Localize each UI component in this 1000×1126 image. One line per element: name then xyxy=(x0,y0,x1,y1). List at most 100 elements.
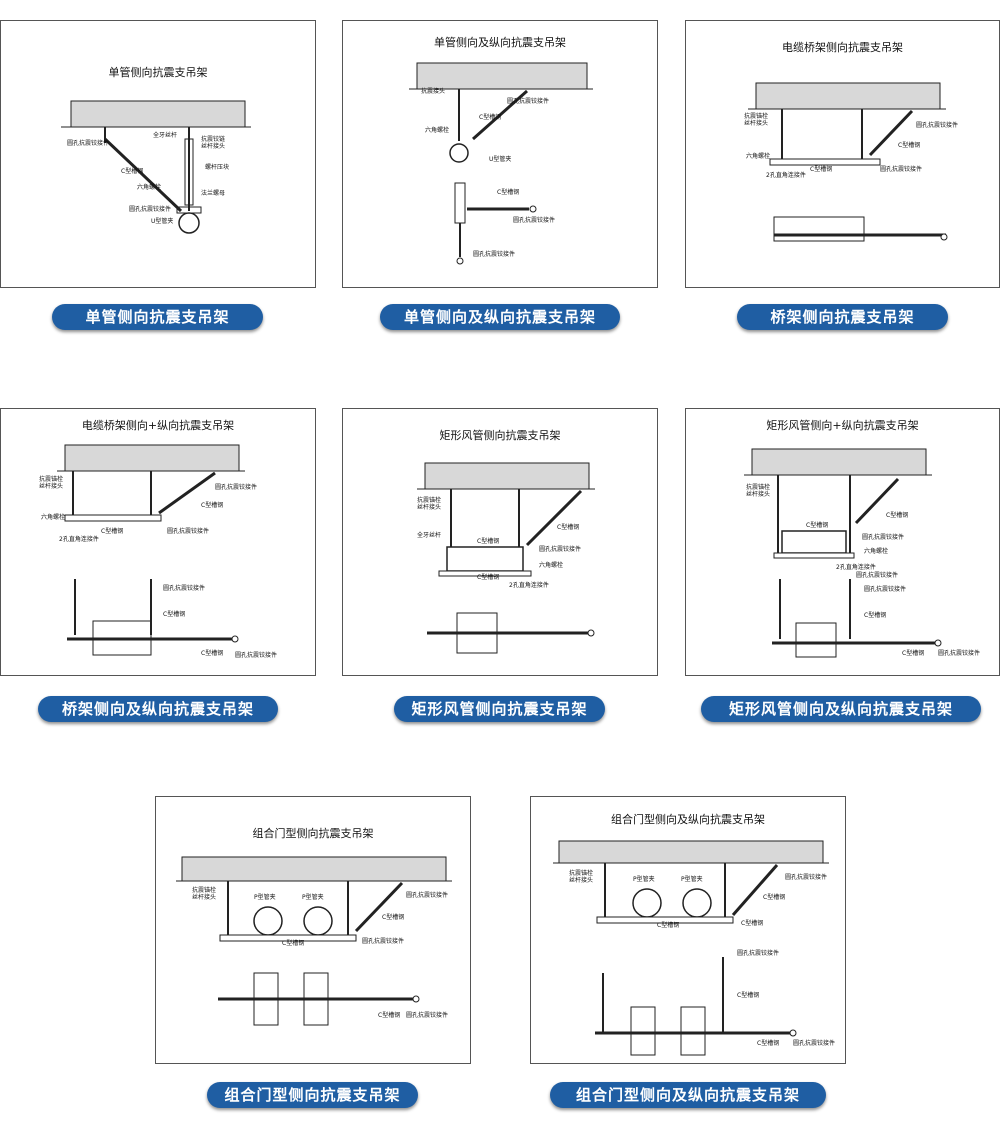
label: 圆孔抗震铰接件 xyxy=(785,873,827,881)
label: 丝杆接头 xyxy=(201,142,225,150)
diagram-panel: 矩形风管侧向抗震支吊架 抗震锚栓 丝杆接头 C型槽钢 全牙丝杆 C型槽钢 圆孔抗… xyxy=(342,408,658,676)
label: C型槽钢 xyxy=(741,919,763,927)
diagram-drawing: 抗震锚栓 丝杆接头 C型槽钢 全牙丝杆 C型槽钢 圆孔抗震铰接件 六角螺栓 C型… xyxy=(417,462,595,654)
label: 圆孔抗震铰接件 xyxy=(129,205,171,213)
label: 圆孔抗震铰接件 xyxy=(864,585,906,593)
caption-pill: 单管侧向抗震支吊架 xyxy=(52,304,263,330)
diagram-title: 组合门型侧向抗震支吊架 xyxy=(252,827,374,840)
label: 丝杆接头 xyxy=(192,893,216,901)
label: 六角螺栓 xyxy=(746,152,770,160)
label: C型槽钢 xyxy=(806,521,828,529)
label: C型槽钢 xyxy=(282,939,304,947)
label: 抗震锚栓 xyxy=(744,112,768,120)
label: C型槽钢 xyxy=(886,511,908,519)
label: C型槽钢 xyxy=(864,611,886,619)
diagram-title: 组合门型侧向及纵向抗震支吊架 xyxy=(611,813,765,826)
label: C型槽钢 xyxy=(201,649,223,657)
label: 六角螺栓 xyxy=(41,513,65,521)
label: C型槽钢 xyxy=(557,523,579,531)
label: 抗震锚栓 xyxy=(417,496,441,504)
diagram-drawing: 抗震锚栓 丝杆接头 P型管夹 P型管夹 圆孔抗震铰接件 C型槽钢 C型槽钢 C型… xyxy=(553,840,835,1056)
diagram-drawing: 抗震接头 圆孔抗震铰接件 C型槽钢 六角螺栓 U型管夹 C型槽钢 圆孔抗震铰接件… xyxy=(409,62,593,265)
label: C型槽钢 xyxy=(657,921,679,929)
label: 圆孔抗震铰接件 xyxy=(737,949,779,957)
label: 圆孔抗震铰接件 xyxy=(539,545,581,553)
diagram-panel: 单管侧向及纵向抗震支吊架 抗震接头 圆孔抗震铰接件 C型槽钢 六角螺栓 U型管夹… xyxy=(342,20,658,288)
diagram-panel: 组合门型侧向抗震支吊架 抗震锚栓 丝杆接头 P型管夹 P型管夹 圆孔抗震铰接件 … xyxy=(155,796,471,1064)
label: 圆孔抗震铰接件 xyxy=(406,1011,448,1019)
label: 圆孔抗震铰接件 xyxy=(507,97,549,105)
diagram-drawing: 抗震锚栓 丝杆接头 P型管夹 P型管夹 圆孔抗震铰接件 C型槽钢 C型槽钢 圆孔… xyxy=(176,856,452,1026)
label: 圆孔抗震铰接件 xyxy=(513,216,555,224)
caption-pill: 矩形风管侧向抗震支吊架 xyxy=(394,696,605,722)
label: C型槽钢 xyxy=(902,649,924,657)
label: U型管夹 xyxy=(151,217,173,225)
label: 圆孔抗震铰接件 xyxy=(916,121,958,129)
label: P型管夹 xyxy=(681,875,703,883)
label: C型槽钢 xyxy=(378,1011,400,1019)
label: 2孔直角连接件 xyxy=(766,171,806,179)
diagram-drawing: 抗震锚栓 丝杆接头 C型槽钢 C型槽钢 圆孔抗震铰接件 六角螺栓 2孔直角连接件… xyxy=(744,448,980,658)
label: C型槽钢 xyxy=(477,537,499,545)
diagram-panel: 电缆桥架侧向抗震支吊架 抗震锚栓 丝杆接头 圆孔抗震铰接件 C型槽钢 六角螺栓 … xyxy=(685,20,1000,288)
label: 圆孔抗震铰接件 xyxy=(67,139,109,147)
label: 六角螺栓 xyxy=(137,183,161,191)
label: 圆孔抗震铰接件 xyxy=(215,483,257,491)
label: 丝杆接头 xyxy=(39,482,63,490)
label: 圆孔抗震铰接件 xyxy=(793,1039,835,1047)
label: 抗震接头 xyxy=(421,87,445,95)
label: 丝杆接头 xyxy=(744,119,768,127)
diagram-drawing: 全牙丝杆 抗震铰链 丝杆接头 圆孔抗震铰接件 螺杆压块 C型槽钢 六角螺栓 法兰… xyxy=(61,100,251,234)
diagram-title: 矩形风管侧向+纵向抗震支吊架 xyxy=(766,419,919,432)
label: C型槽钢 xyxy=(810,165,832,173)
label: P型管夹 xyxy=(254,893,276,901)
label: 圆孔抗震铰接件 xyxy=(862,533,904,541)
label: P型管夹 xyxy=(633,875,655,883)
label: 圆孔抗震铰接件 xyxy=(235,651,277,659)
label: 丝杆接头 xyxy=(746,490,770,498)
label: 圆孔抗震铰接件 xyxy=(406,891,448,899)
caption-pill: 桥架侧向抗震支吊架 xyxy=(737,304,948,330)
diagram-panel: 单管侧向抗震支吊架 全牙丝杆 抗震铰链 丝杆接头 圆孔抗震铰接件 螺杆压块 C型… xyxy=(0,20,316,288)
diagram-title: 单管侧向抗震支吊架 xyxy=(108,66,208,79)
label: C型槽钢 xyxy=(101,527,123,535)
label: 圆孔抗震铰接件 xyxy=(163,584,205,592)
label: 丝杆接头 xyxy=(417,503,441,511)
label: C型槽钢 xyxy=(163,610,185,618)
diagram-panel: 矩形风管侧向+纵向抗震支吊架 抗震锚栓 丝杆接头 C型槽钢 C型槽钢 圆孔抗震铰… xyxy=(685,408,1000,676)
diagram-title: 电缆桥架侧向抗震支吊架 xyxy=(782,41,903,54)
caption-pill: 组合门型侧向及纵向抗震支吊架 xyxy=(550,1082,826,1108)
caption-pill: 单管侧向及纵向抗震支吊架 xyxy=(380,304,620,330)
label: 螺杆压块 xyxy=(205,163,229,171)
caption-pill: 矩形风管侧向及纵向抗震支吊架 xyxy=(701,696,981,722)
diagram-drawing: 抗震锚栓 丝杆接头 圆孔抗震铰接件 C型槽钢 六角螺栓 C型槽钢 圆孔抗震铰接件… xyxy=(39,444,277,659)
label: 抗震锚栓 xyxy=(192,886,216,894)
caption-pill: 桥架侧向及纵向抗震支吊架 xyxy=(38,696,278,722)
diagram-panel: 组合门型侧向及纵向抗震支吊架 抗震锚栓 丝杆接头 P型管夹 P型管夹 圆孔抗震铰… xyxy=(530,796,846,1064)
label: 抗震锚栓 xyxy=(39,475,63,483)
label: C型槽钢 xyxy=(477,573,499,581)
label: 六角螺栓 xyxy=(539,561,563,569)
label: U型管夹 xyxy=(489,155,511,163)
label: 2孔直角连接件 xyxy=(509,581,549,589)
label: 圆孔抗震铰接件 xyxy=(880,165,922,173)
label: C型槽钢 xyxy=(497,188,519,196)
label: C型槽钢 xyxy=(763,893,785,901)
label: C型槽钢 xyxy=(737,991,759,999)
label: 2孔直角连接件 xyxy=(836,563,876,571)
diagram-drawing: 抗震锚栓 丝杆接头 圆孔抗震铰接件 C型槽钢 六角螺栓 2孔直角连接件 C型槽钢… xyxy=(744,82,958,242)
label: 圆孔抗震铰接件 xyxy=(362,937,404,945)
label: 丝杆接头 xyxy=(569,876,593,884)
label: 抗震铰链 xyxy=(201,135,225,143)
label: C型槽钢 xyxy=(382,913,404,921)
label: C型槽钢 xyxy=(121,167,143,175)
label: 圆孔抗震铰接件 xyxy=(938,649,980,657)
label: C型槽钢 xyxy=(898,141,920,149)
label: C型槽钢 xyxy=(201,501,223,509)
label: 2孔直角连接件 xyxy=(59,535,99,543)
label: 圆孔抗震铰接件 xyxy=(473,250,515,258)
label: 六角螺栓 xyxy=(864,547,888,555)
label: C型槽钢 xyxy=(479,113,501,121)
label: 圆孔抗震铰接件 xyxy=(167,527,209,535)
diagram-title: 电缆桥架侧向+纵向抗震支吊架 xyxy=(81,419,235,432)
